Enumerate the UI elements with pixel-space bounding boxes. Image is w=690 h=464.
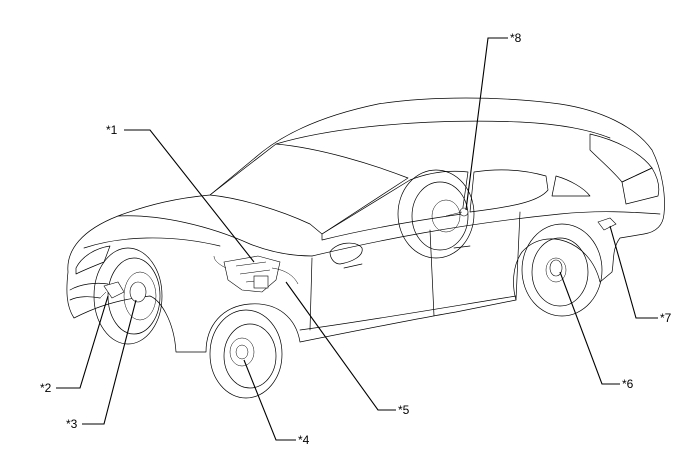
callout-label-3: *3: [66, 417, 78, 431]
rear-side-window: [469, 169, 549, 213]
body-outline: [66, 97, 665, 353]
hood-crease: [83, 237, 221, 249]
car-body: [66, 97, 665, 353]
beltline: [311, 211, 661, 257]
brake-actuator-part: [213, 255, 299, 293]
callout-label-7: *7: [660, 311, 672, 325]
rear-door-handle: [453, 245, 471, 249]
trunk-lid: [589, 133, 653, 183]
front-hub-part: [129, 281, 147, 303]
rear-right-wheel: [521, 223, 603, 317]
callout-label-1: *1: [106, 123, 118, 137]
roof-line: [275, 120, 611, 145]
windshield: [209, 143, 409, 235]
rear-quarter-window: [551, 175, 591, 197]
front-bumper: [69, 282, 109, 301]
components: [99, 207, 617, 303]
callout-label-5: *5: [398, 403, 410, 417]
leader-3: [82, 299, 137, 425]
leader-6: [559, 271, 620, 385]
wheels: [93, 169, 603, 399]
hood-line: [117, 215, 313, 257]
callout-label-6: *6: [622, 377, 634, 391]
headlamp: [75, 245, 111, 275]
front-door-handle: [343, 263, 363, 269]
leader-5: [285, 281, 396, 411]
front-door-edge: [309, 257, 313, 331]
front-right-wheel: [209, 309, 283, 399]
leader-7: [609, 225, 658, 319]
leader-8: [465, 37, 508, 211]
rear-door-edge: [515, 211, 521, 301]
rocker-panel: [299, 295, 517, 331]
tail-lamp: [621, 167, 660, 205]
leader-2: [56, 295, 109, 389]
side-mirror: [329, 242, 363, 265]
callout-label-2: *2: [40, 381, 52, 395]
rear-hub-part: [549, 259, 563, 277]
door-split: [429, 229, 435, 317]
leader-lines: [56, 37, 658, 441]
callout-label-4: *4: [298, 433, 310, 447]
front-side-window: [321, 170, 469, 241]
front-speed-sensor-part: [99, 281, 125, 299]
front-left-wheel: [93, 247, 163, 345]
leader-4: [243, 359, 296, 441]
callout-labels: *1 *2 *3 *4 *5 *6 *7 *8: [40, 31, 672, 447]
rear-left-wheel: [397, 169, 475, 259]
rear-module-part: [597, 217, 617, 231]
leader-1: [124, 129, 255, 263]
callout-label-8: *8: [510, 31, 522, 45]
